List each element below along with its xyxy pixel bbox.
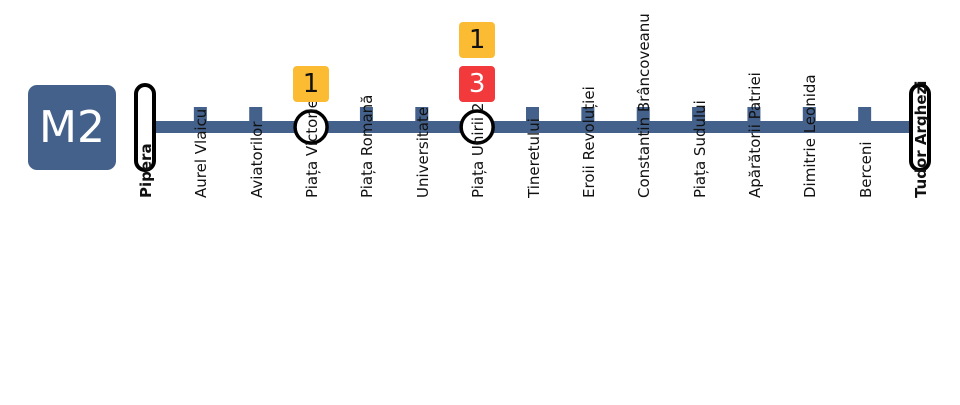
station-tick <box>747 107 761 123</box>
station-label: Tineretului <box>525 118 545 405</box>
station-name: Piața Romană <box>358 94 377 198</box>
station-name: Aviatorilor <box>247 121 266 198</box>
station-label: Tudor Arghezi <box>912 81 932 405</box>
station-tick <box>415 107 429 123</box>
station-label: Piața Romană <box>358 95 378 405</box>
station-tick <box>692 107 706 123</box>
station-tick <box>193 107 207 123</box>
interchange-marker <box>293 109 329 145</box>
station-name: Dimitrie Leonida <box>801 74 820 198</box>
station-tick <box>581 107 595 123</box>
station-label: Piața Victoriei 1 <box>303 81 323 405</box>
interchange-marker <box>459 109 495 145</box>
station-tick <box>249 107 263 123</box>
station-name: Aurel Vlaicu <box>192 108 211 198</box>
station-label: Universitate <box>414 107 434 405</box>
station-name: Apărătorii Patriei <box>745 72 764 198</box>
station-tick <box>526 107 539 123</box>
station-tick <box>802 107 816 123</box>
station-name: Pipera <box>137 143 155 198</box>
station-label: Piața Sudului <box>691 100 711 405</box>
station-name: Tineretului <box>524 118 543 198</box>
station-label: Piața Unirii 2 <box>469 103 489 405</box>
station-label: Dimitrie Leonida <box>801 74 821 405</box>
station-tick <box>858 107 872 123</box>
station-label: Eroii Revoluției <box>580 86 600 405</box>
terminus-marker <box>134 83 156 172</box>
station-name: Piața Unirii 2 <box>469 102 488 198</box>
station-name: Universitate <box>413 106 432 198</box>
station-label: Berceni <box>857 141 877 405</box>
connection-badge-m1: 1 <box>293 66 330 102</box>
station-name: Constantin Brâncoveanu <box>635 13 654 198</box>
station-tick <box>359 107 373 123</box>
station-label: Constantin Brâncoveanu <box>635 13 655 405</box>
station-name: Piața Sudului <box>690 100 709 198</box>
route-line <box>145 121 920 133</box>
line-badge: M2 <box>28 85 116 170</box>
station-label: Aurel Vlaicu <box>192 109 212 405</box>
station-name: Berceni <box>856 141 875 198</box>
connection-badge-m1: 1 <box>459 22 496 58</box>
station-label: Apărătorii Patriei <box>746 72 766 405</box>
station-label: Aviatorilor <box>248 121 268 405</box>
station-name: Eroii Revoluției <box>579 86 598 198</box>
station-tick <box>636 107 650 123</box>
station-label: Pipera <box>137 143 157 405</box>
station-name: Tudor Arghezi <box>912 80 930 198</box>
line-badge-label: M2 <box>39 102 105 153</box>
terminus-marker <box>909 83 931 172</box>
connection-badge-m3: 3 <box>459 66 496 102</box>
